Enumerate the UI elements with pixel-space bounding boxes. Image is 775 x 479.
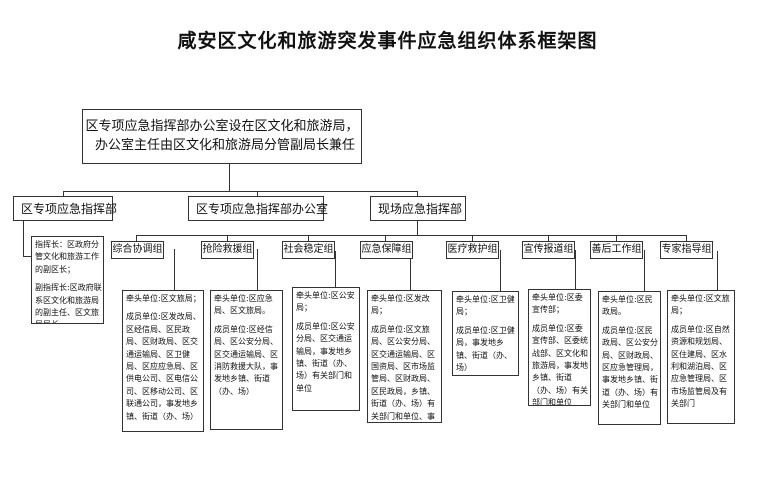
office-location-line-1: 区专项应急指挥部办公室设在区文化和旅游局， [85,119,359,134]
connector-hq-2 [257,191,258,198]
member-units: 成员单位:区公安分局、区交通运输局，事发地乡镇、街道（办、场）有关部门和单位 [296,321,355,393]
connector-top-down [229,164,230,192]
connector-group-8 [686,235,687,241]
group-medical-rescue: 医疗救护组 [446,241,499,259]
page-title: 咸安区文化和旅游突发事件应急组织体系框架图 [177,30,598,52]
connector-group-7 [616,235,617,241]
connector-group-4 [385,235,386,241]
group-expert-guidance: 专家指导组 [660,241,713,259]
connector-group-6 [548,235,549,241]
connector-detail-3 [335,251,336,287]
lead-unit: 牵头单位:区文旅局； [126,294,201,303]
detail-emergency-support: 牵头单位:区发改局； 成员单位:区文旅局、区公安分局、区交通运输局、区国资局、区… [367,290,442,423]
hq-onsite-command: 现场应急指挥部 [370,196,466,221]
group-emergency-support: 应急保障组 [360,241,413,259]
office-location-box: 区专项应急指挥部办公室设在区文化和旅游局， 办公室主任由区文化和旅游局分管副局长… [82,109,362,164]
connector-commander-right [23,256,32,257]
lead-unit: 牵头单位:区委宣传部； [532,293,583,315]
lead-unit: 牵头单位:区公安局； [296,291,355,313]
member-units: 成员单位:区自然资源和规划局、区住建局、区水利和湖泊局、区应急管理局、区市场监管… [671,324,730,409]
lead-unit: 牵头单位:区卫健局； [456,295,515,317]
lead-unit: 牵头单位:区民政局。 [602,295,653,317]
connector-detail-2 [257,249,258,291]
lead-unit: 牵头单位:区发改局； [371,294,430,316]
connector-detail-1 [174,249,175,291]
connector-hq-1 [63,191,64,198]
connector-group-5 [472,235,473,241]
connector-detail-6 [575,250,576,290]
member-units: 成员单位:区经信局、区公安分局、区交通运输局、区消防救援大队，事发地乡镇、街道（… [214,324,278,396]
group-social-stability: 社会稳定组 [282,241,335,259]
commander-text: 指挥长：区政府分管文化和旅游工作的副区长； [35,240,99,274]
detail-publicity: 牵头单位:区委宣传部； 成员单位:区委宣传部、区委统战部、区文化和旅游局，事发地… [528,289,591,406]
connector-detail-8 [717,251,718,291]
deputy-commander-text: 副指挥长:区政府联系区文化和旅游局的副主任、区文旅局局长 [35,283,102,323]
group-publicity: 宣传报道组 [522,241,575,259]
connector-detail-5 [500,250,501,292]
hq-special-command-office: 区专项应急指挥部办公室 [188,196,328,221]
connector-group-1 [136,235,137,241]
member-units: 成员单位:区卫健局，事发地乡镇、街道（办、场） [456,325,515,373]
connector-group-2 [227,235,228,241]
connector-hq-bus [63,191,418,192]
member-units: 成员单位:区发改局、区经信局、区民政局、区财政局、区交通运输局、区卫健局、区应应… [126,312,201,421]
detail-aftermath: 牵头单位:区民政局。 成员单位:区民政局、区公安分局、区财政局、区应急管理局，事… [598,291,661,425]
connector-detail-7 [644,250,645,292]
detail-social-stability: 牵头单位:区公安局； 成员单位:区公安分局、区交通运输局，事发地乡镇、街道（办、… [292,287,360,411]
office-location-line-2: 办公室主任由区文化和旅游局分管副局长兼任 [94,138,355,153]
group-aftermath: 善后工作组 [590,241,643,259]
connector-commander-down [23,220,24,256]
detail-medical-rescue: 牵头单位:区卫健局； 成员单位:区卫健局，事发地乡镇、街道（办、场） [452,291,519,376]
connector-hq-3 [417,191,418,198]
commander-box: 指挥长：区政府分管文化和旅游工作的副区长； 副指挥长:区政府联系区文化和旅游局的… [31,236,104,324]
member-units: 成员单位:区文旅局、区公安分局、区交通运输局、区国资局、区市场监管局、区财政局、… [371,324,435,421]
lead-unit: 牵头单位:区文旅局； [671,294,730,316]
connector-groups-down [417,221,418,236]
lead-unit: 牵头单位:区应急局、区文旅局。 [214,294,273,316]
detail-comprehensive-coordination: 牵头单位:区文旅局； 成员单位:区发改局、区经信局、区民政局、区财政局、区交通运… [122,290,204,432]
group-rescue: 抢险救援组 [201,241,254,259]
group-comprehensive-coordination: 综合协调组 [111,241,164,259]
hq-special-command: 区专项应急指挥部 [13,196,117,221]
member-units: 成员单位:区委宣传部、区委统战部、区文化和旅游局，事发地乡镇、街道（办、场）有关… [532,323,588,406]
detail-expert-guidance: 牵头单位:区文旅局； 成员单位:区自然资源和规划局、区住建局、区水利和湖泊局、区… [667,290,735,424]
connector-groups-bus [136,235,686,236]
detail-rescue: 牵头单位:区应急局、区文旅局。 成员单位:区经信局、区公安分局、区交通运输局、区… [210,290,283,430]
member-units: 成员单位:区民政局、区公安分局、区财政局、区应急管理局，事发地乡镇、街道（办、场… [602,325,658,410]
connector-group-3 [308,235,309,241]
connector-detail-4 [410,251,411,291]
